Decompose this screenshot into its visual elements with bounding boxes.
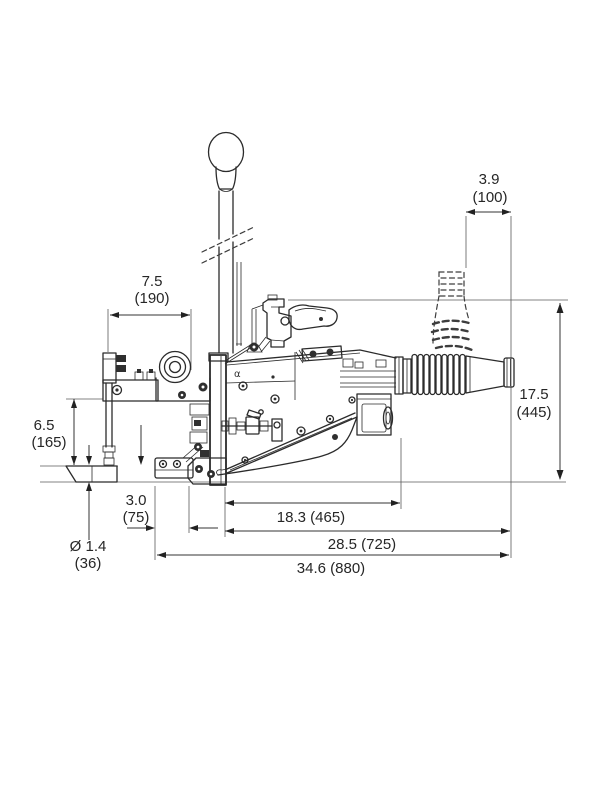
dim-label: 18.3 (465) xyxy=(277,509,345,526)
flexible-hose xyxy=(394,353,515,396)
dim-overall-height: 17.5 (445) xyxy=(516,303,564,480)
dim-value: 3.9 xyxy=(479,171,500,188)
dim-value: Ø 1.4 xyxy=(70,538,107,555)
break-line-icon xyxy=(201,226,255,253)
bellows xyxy=(411,353,466,396)
main-body xyxy=(216,345,397,476)
dim-base-setback: 3.0 (75) xyxy=(123,492,218,531)
dim-metric: (190) xyxy=(134,290,169,307)
dim-skid-tube: Ø 1.4 (36) xyxy=(70,425,144,572)
dim-value: 7.5 xyxy=(142,273,163,290)
dim-rear-overhang: 7.5 (190) xyxy=(110,273,190,318)
machine-side-view: α xyxy=(65,131,515,486)
logo-mark: α xyxy=(234,369,241,380)
dim-label: 28.5 (725) xyxy=(328,536,396,553)
dim-body-length: 18.3 (465) xyxy=(225,500,400,526)
dim-value: 17.5 xyxy=(519,386,548,403)
trigger-assembly xyxy=(224,294,338,365)
dim-metric: (75) xyxy=(123,509,150,526)
lever-mast xyxy=(187,352,229,486)
dim-value: 6.5 xyxy=(34,417,55,434)
dim-value: 3.0 xyxy=(126,492,147,509)
dim-metric: (445) xyxy=(516,404,551,421)
dim-label: 34.6 (880) xyxy=(297,560,365,577)
dim-length-no-handle: 28.5 (725) xyxy=(225,528,510,553)
base-feet xyxy=(65,457,194,483)
rear-support-assembly xyxy=(102,350,211,466)
hose-raised-phantom xyxy=(430,271,474,352)
dim-metric: (165) xyxy=(31,434,66,451)
dim-metric: (100) xyxy=(472,189,507,206)
hand-lever xyxy=(201,131,255,354)
dim-metric: (36) xyxy=(75,555,102,572)
dim-rear-height: 6.5 (165) xyxy=(31,399,77,465)
dim-hose-bend-offset: 3.9 (100) xyxy=(466,171,511,215)
dim-overall-length: 34.6 (880) xyxy=(157,552,509,577)
